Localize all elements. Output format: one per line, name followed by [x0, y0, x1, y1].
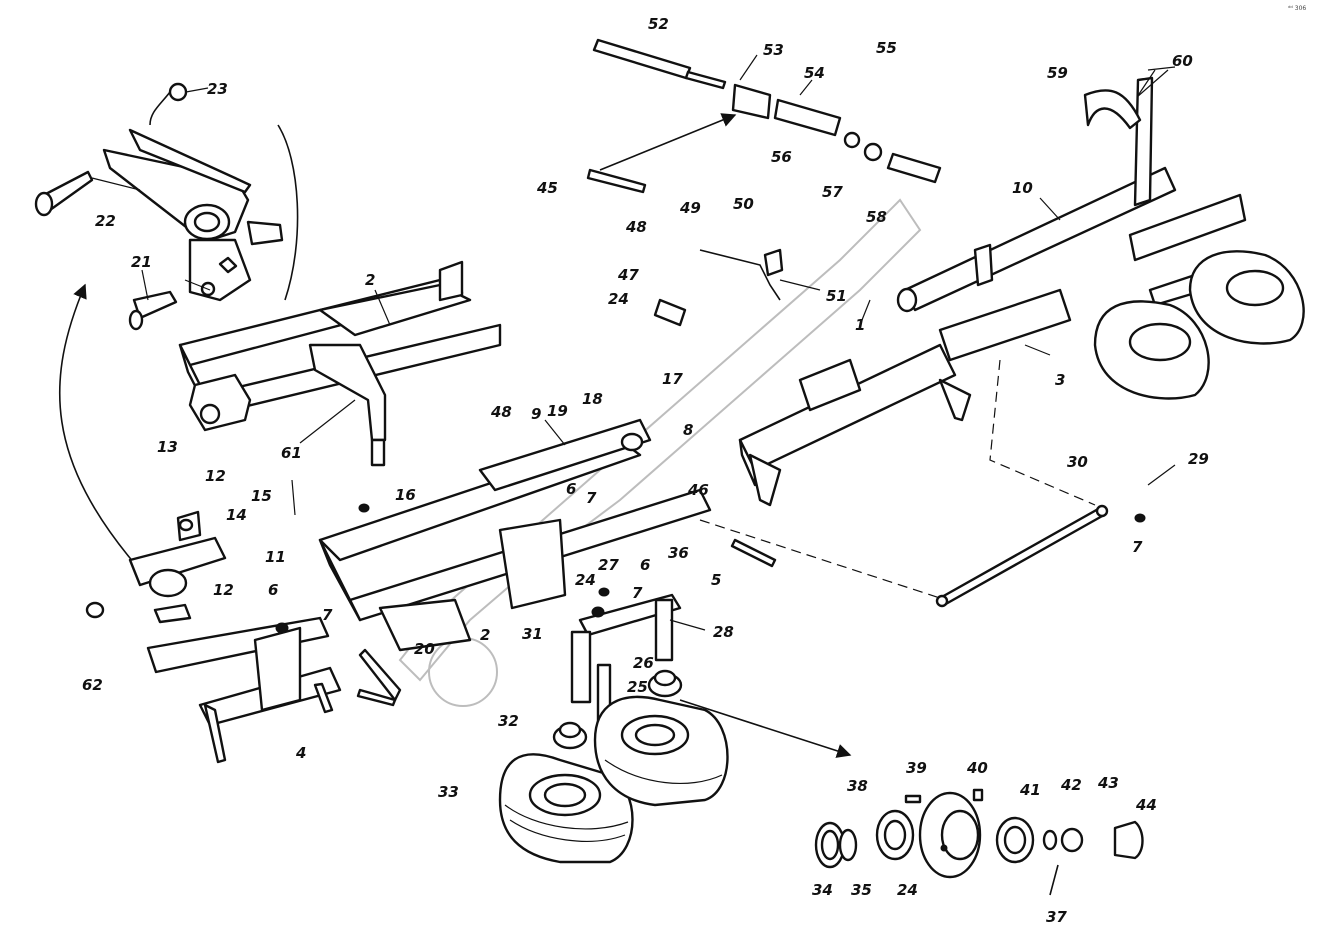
callout-30: 30 — [1067, 453, 1088, 471]
callout-24: 24 — [897, 881, 918, 899]
callout-17: 17 — [662, 370, 683, 388]
hub-exploded-parts — [814, 788, 1144, 896]
tie-rod-30 — [935, 504, 1109, 608]
callout-20: 20 — [414, 640, 435, 658]
callout-48: 48 — [625, 218, 647, 236]
callout-6: 6 — [566, 480, 576, 498]
callout-40: 40 — [966, 759, 988, 777]
callout-47: 47 — [617, 266, 639, 284]
callout-22: 22 — [95, 212, 116, 230]
callout-56: 56 — [771, 148, 792, 166]
callout-51: 51 — [826, 287, 847, 305]
callout-35: 35 — [851, 881, 872, 899]
rear-frame-61 — [178, 260, 502, 467]
callout-41: 41 — [1019, 781, 1041, 799]
callout-38: 38 — [847, 777, 868, 795]
callout-31: 31 — [522, 625, 543, 643]
callout-labels: 1 2 2 3 4 5 6 6 6 7 7 7 7 8 9 10 11 12 1… — [82, 15, 1209, 926]
callout-6: 6 — [268, 581, 278, 599]
callout-21: 21 — [131, 253, 152, 271]
callout-59: 59 — [1047, 64, 1068, 82]
front-frame-4 — [85, 510, 342, 764]
callout-14: 14 — [226, 506, 247, 524]
callout-46: 46 — [687, 481, 709, 499]
callout-61: 61 — [281, 444, 302, 462]
callout-3: 3 — [1055, 371, 1065, 389]
callout-16: 16 — [395, 486, 416, 504]
callout-18: 18 — [582, 390, 603, 408]
callout-55: 55 — [876, 39, 897, 57]
callout-54: 54 — [804, 64, 825, 82]
callout-7: 7 — [586, 489, 597, 507]
callout-29: 29 — [1188, 450, 1209, 468]
callout-7: 7 — [632, 584, 643, 602]
callout-2: 2 — [365, 271, 375, 289]
callout-48: 48 — [490, 403, 512, 421]
hub-25 — [647, 669, 683, 698]
callout-36: 36 — [668, 544, 689, 562]
callout-33: 33 — [438, 783, 459, 801]
dash-line-5 — [699, 519, 941, 599]
linkage-parts — [586, 38, 942, 327]
callout-13: 13 — [157, 438, 178, 456]
hub-32 — [552, 721, 588, 750]
callout-15: 15 — [251, 487, 272, 505]
callout-43: 43 — [1097, 774, 1119, 792]
callout-53: 53 — [763, 41, 784, 59]
wheel-25 — [593, 695, 729, 807]
callout-39: 39 — [906, 759, 927, 777]
callout-45: 45 — [536, 179, 558, 197]
callout-6: 6 — [640, 556, 650, 574]
leader-lines — [91, 54, 1176, 631]
corner-code: ᵈᵈ 306 — [1288, 5, 1306, 12]
callout-26: 26 — [633, 654, 654, 672]
callout-34: 34 — [812, 881, 833, 899]
callout-12: 12 — [213, 581, 234, 599]
callout-50: 50 — [733, 195, 754, 213]
callout-62: 62 — [82, 676, 103, 694]
axle-28 — [570, 593, 682, 725]
callout-2: 2 — [480, 626, 490, 644]
inset-detail-drawing — [34, 82, 299, 331]
callout-8: 8 — [683, 421, 693, 439]
callout-7: 7 — [322, 606, 333, 624]
callout-60: 60 — [1172, 52, 1193, 70]
inset-arrow — [59, 283, 141, 571]
callout-49: 49 — [679, 199, 701, 217]
wheel-33 — [498, 753, 634, 864]
callout-27: 27 — [598, 556, 619, 574]
small-parts — [178, 503, 1146, 707]
callout-58: 58 — [866, 208, 887, 226]
callout-42: 42 — [1060, 776, 1082, 794]
callout-9: 9 — [531, 405, 541, 423]
callout-10: 10 — [1012, 179, 1033, 197]
callout-19: 19 — [547, 402, 568, 420]
callout-4: 4 — [295, 744, 306, 762]
callout-44: 44 — [1135, 796, 1157, 814]
hub-explode-arrow — [679, 699, 852, 758]
callout-7: 7 — [1132, 538, 1143, 556]
callout-37: 37 — [1046, 908, 1067, 926]
frame-1 — [738, 343, 972, 507]
callout-52: 52 — [648, 15, 669, 33]
callout-25: 25 — [627, 678, 648, 696]
callout-1: 1 — [855, 316, 865, 334]
callout-12: 12 — [205, 467, 226, 485]
callout-32: 32 — [498, 712, 519, 730]
callout-23: 23 — [207, 80, 228, 98]
wheel-right-rear — [1188, 250, 1305, 345]
wheel-right-front — [1093, 300, 1210, 400]
callout-24: 24 — [608, 290, 629, 308]
callout-5: 5 — [711, 571, 721, 589]
main-frame-9 — [318, 418, 712, 702]
callout-57: 57 — [822, 183, 843, 201]
callout-28: 28 — [713, 623, 734, 641]
callout-11: 11 — [265, 548, 286, 566]
dash-line-30 — [989, 359, 1096, 506]
callout-24: 24 — [575, 571, 596, 589]
